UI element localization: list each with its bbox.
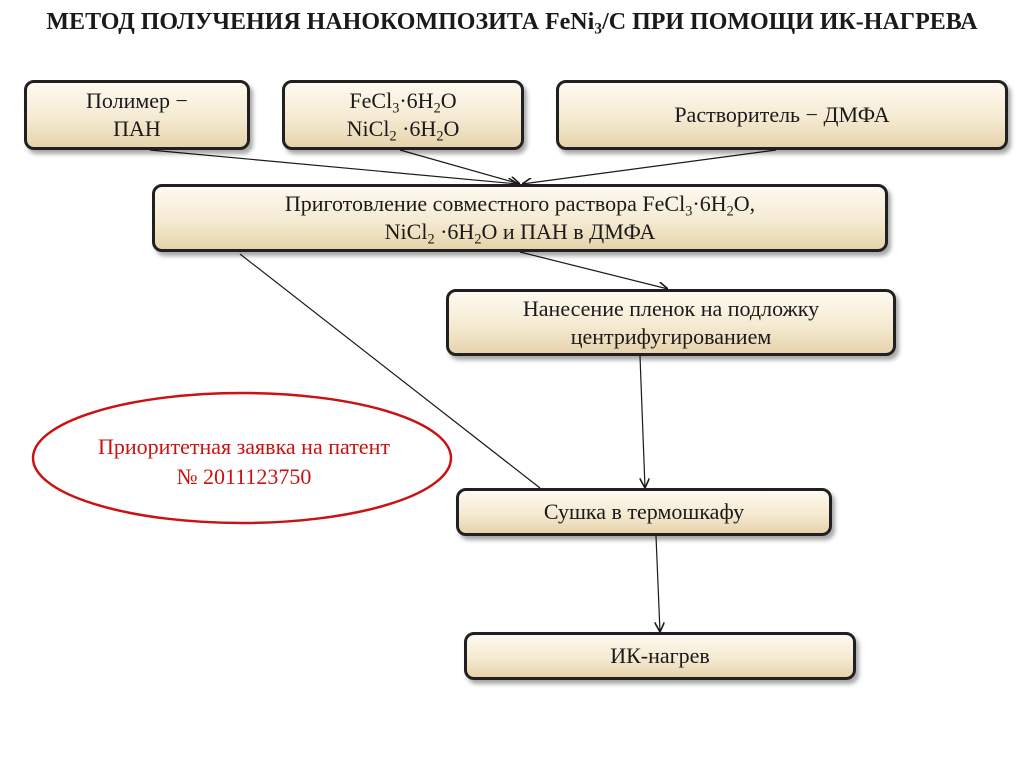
arrow-solvent-to-preparation	[522, 149, 777, 184]
salt-fecl3: FeCl3·6H2O	[349, 88, 457, 117]
box-coating: Нанесение пленок на подложку центрифугир…	[446, 289, 896, 356]
preparation-line1: Приготовление совместного раствора FeCl3…	[284, 191, 756, 220]
solvent-text: Растворитель − ДМФА	[674, 102, 890, 127]
ir-heating-text: ИК-нагрев	[610, 643, 710, 668]
salt-nicl2: NiCl2 ·6H2O	[346, 116, 460, 145]
patent-line1: Приоритетная заявка на патент	[98, 434, 390, 459]
patent-note: Приоритетная заявка на патент № 20111237…	[38, 432, 450, 492]
arrow-preparation-to-coating	[519, 251, 668, 289]
box-solvent: Растворитель − ДМФА	[556, 80, 1008, 150]
patent-number: № 2011123750	[176, 464, 312, 489]
box-salts: FeCl3·6H2O NiCl2 ·6H2O	[282, 80, 524, 150]
slide-title: МЕТОД ПОЛУЧЕНИЯ НАНОКОМПОЗИТА FeNi3/C ПР…	[46, 9, 978, 38]
box-preparation: Приготовление совместного раствора FeCl3…	[152, 184, 888, 252]
coating-line1: Нанесение пленок на подложку	[522, 295, 820, 321]
drying-text: Сушка в термошкафу	[543, 499, 745, 524]
box-ir-heating: ИК-нагрев	[464, 632, 856, 680]
preparation-line2: NiCl2 ·6H2O и ПАН в ДМФА	[384, 219, 656, 248]
polymer-line1: Полимер −	[86, 88, 188, 113]
coating-line2: центрифугированием	[570, 323, 772, 349]
arrow-drying-to-ir-heating	[656, 535, 660, 632]
arrow-salts-to-preparation	[399, 149, 520, 184]
polymer-line2: ПАН	[113, 116, 161, 141]
arrow-coating-to-drying	[639, 355, 645, 488]
arrow-preparation-to-drying	[239, 253, 541, 489]
arrow-polymer-to-preparation	[149, 149, 518, 184]
box-drying: Сушка в термошкафу	[456, 488, 832, 536]
box-polymer: Полимер − ПАН	[24, 80, 250, 150]
patent-ellipse	[31, 391, 453, 525]
